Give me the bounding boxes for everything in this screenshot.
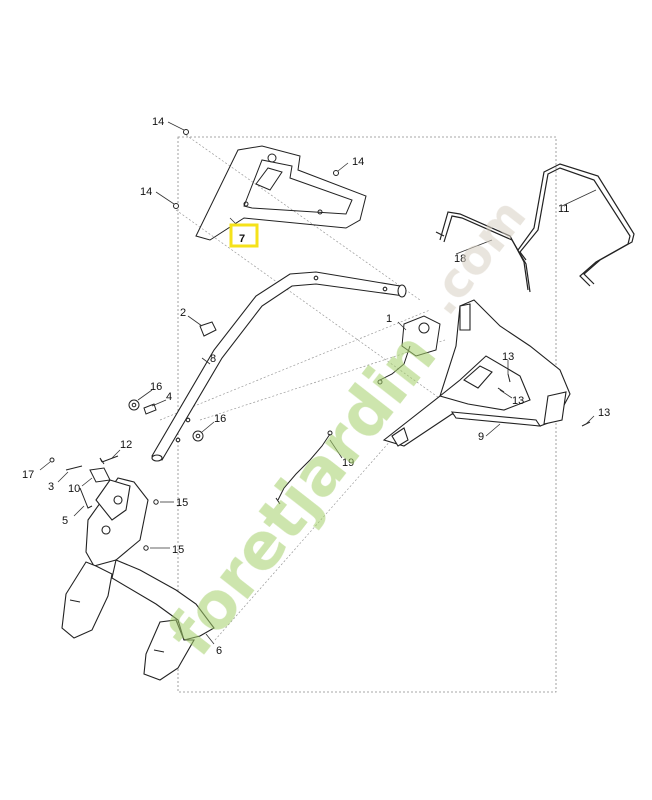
callout-13-b: 13 xyxy=(512,395,524,407)
part-11-bail-rod xyxy=(517,163,635,287)
callout-labels: 14 14 14 7 11 18 2 8 1 13 13 13 9 16 4 1… xyxy=(22,116,610,657)
callout-8: 8 xyxy=(210,353,216,365)
watermark-text: foretjardin xyxy=(154,319,451,670)
hardware-parts xyxy=(49,129,591,551)
callout-14-c: 14 xyxy=(352,156,364,168)
callout-13-a: 13 xyxy=(502,351,514,363)
callout-15-a: 15 xyxy=(176,497,188,509)
callout-16-b: 16 xyxy=(214,413,226,425)
part-7-handle-cover xyxy=(195,145,367,241)
callout-18: 18 xyxy=(454,253,466,265)
callout-2: 2 xyxy=(180,307,186,319)
callout-3: 3 xyxy=(48,481,54,493)
callout-14-b: 14 xyxy=(140,186,152,198)
callout-1: 1 xyxy=(386,313,392,325)
callout-11: 11 xyxy=(558,203,569,215)
callout-10: 10 xyxy=(68,483,80,495)
part-19-cable xyxy=(275,430,333,505)
callout-12: 12 xyxy=(120,439,132,451)
callout-16-a: 16 xyxy=(150,381,162,393)
part-8-upper-handle xyxy=(151,271,407,462)
callout-4: 4 xyxy=(166,391,172,403)
part-18-lever xyxy=(435,211,531,293)
callout-14-a: 14 xyxy=(152,116,164,128)
callout-13-c: 13 xyxy=(598,407,610,419)
watermark: foretjardin .com xyxy=(154,189,537,670)
callout-6: 6 xyxy=(216,645,222,657)
callout-7: 7 xyxy=(239,233,245,245)
callout-19: 19 xyxy=(342,457,354,469)
highlight-box xyxy=(229,223,259,248)
part-1-switch-box xyxy=(377,315,441,385)
leader-lines xyxy=(39,121,597,645)
part-9-console xyxy=(382,299,571,447)
callout-17: 17 xyxy=(22,469,34,481)
part-6-lower-frame xyxy=(61,477,215,681)
assembly-frame xyxy=(177,136,557,693)
alignment-guides xyxy=(159,134,471,641)
callout-15-b: 15 xyxy=(172,544,184,556)
callout-5: 5 xyxy=(62,515,68,527)
callout-9: 9 xyxy=(478,431,484,443)
